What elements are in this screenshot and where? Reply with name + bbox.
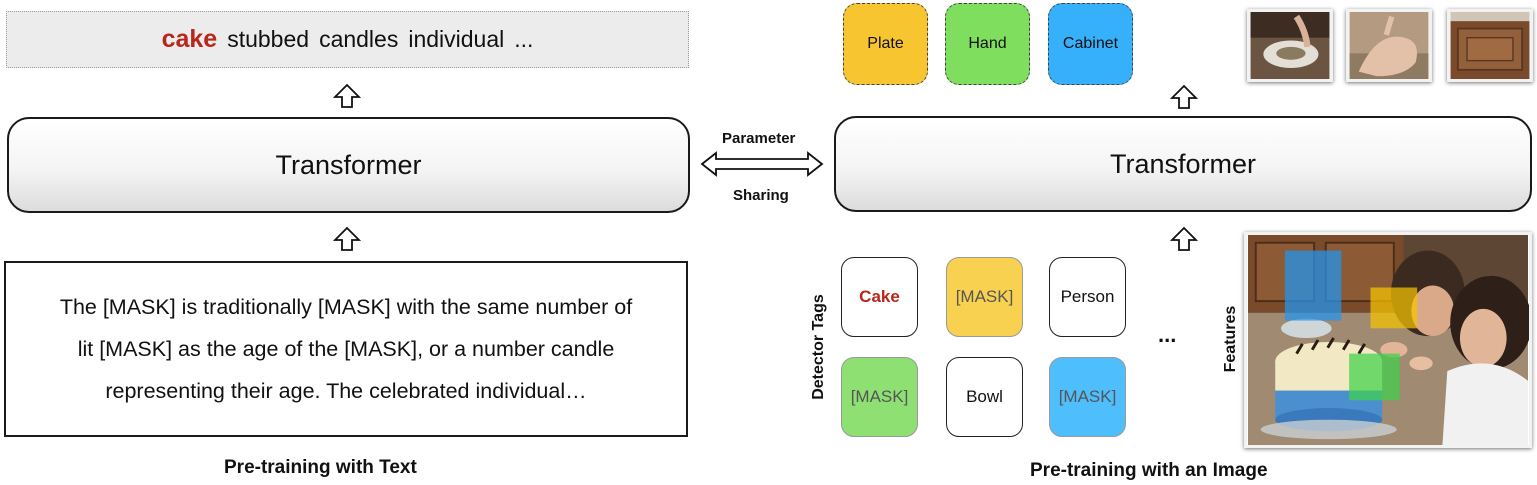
double-arrow-icon xyxy=(700,151,824,177)
predicted-token: individual xyxy=(408,26,505,52)
cabinet-region-image xyxy=(1447,9,1533,82)
detector-tag-masked: [MASK] xyxy=(1049,357,1126,437)
up-arrow-icon xyxy=(333,226,361,251)
transformer-label: Transformer xyxy=(275,149,422,180)
cabinet-feature-region xyxy=(1284,250,1342,321)
up-arrow-icon xyxy=(333,83,361,108)
detector-tag-masked: [MASK] xyxy=(841,357,918,437)
detector-tag: Bowl xyxy=(946,357,1023,437)
up-arrow-icon xyxy=(1170,84,1198,109)
text-line: The [MASK] is traditionally [MASK] with … xyxy=(59,295,633,319)
hand-feature-region xyxy=(1349,353,1400,401)
object-tag-label: Plate xyxy=(867,35,904,52)
parameter-label: Parameter xyxy=(722,130,796,147)
detector-tag-masked: [MASK] xyxy=(946,257,1023,337)
text-transformer-block: Transformer xyxy=(7,117,690,213)
features-label: Features xyxy=(1222,305,1239,373)
object-tag-hand: Hand xyxy=(945,3,1030,85)
ellipsis: ... xyxy=(1158,322,1177,347)
text-line: lit [MASK] as the age of the [MASK], or … xyxy=(77,337,615,361)
predicted-tokens-strip: cake stubbed candles individual ... xyxy=(6,11,689,68)
detector-tags-label: Detector Tags xyxy=(810,294,827,400)
detector-tag: Cake xyxy=(841,257,918,337)
detector-tag-label: [MASK] xyxy=(1058,387,1117,406)
detector-tag: Person xyxy=(1049,257,1126,337)
up-arrow-icon xyxy=(1170,226,1198,251)
detector-tag-label: [MASK] xyxy=(955,287,1014,306)
object-tag-plate: Plate xyxy=(843,3,928,85)
detector-tag-label: Cake xyxy=(859,287,900,306)
hand-region-image xyxy=(1346,9,1432,82)
image-pretraining-caption: Pre-training with an Image xyxy=(1030,460,1268,481)
predicted-token: candles xyxy=(319,26,399,52)
object-tag-label: Cabinet xyxy=(1062,35,1119,52)
detector-tag-label: [MASK] xyxy=(850,387,909,406)
plate-feature-region xyxy=(1370,287,1418,329)
object-tag-label: Hand xyxy=(968,35,1007,52)
text-line: representing their age. The celebrated i… xyxy=(105,379,587,403)
predicted-token: stubbed xyxy=(227,26,310,52)
plate-region-image xyxy=(1247,9,1333,82)
transformer-label: Transformer xyxy=(1109,148,1257,179)
sharing-label: Sharing xyxy=(733,187,789,204)
predicted-token: cake xyxy=(161,25,218,53)
scene-image xyxy=(1244,232,1532,448)
masked-text-input: The [MASK] is traditionally [MASK] with … xyxy=(4,261,688,437)
object-tag-cabinet: Cabinet xyxy=(1048,3,1133,85)
detector-tag-label: Person xyxy=(1060,287,1115,306)
predicted-token: ... xyxy=(514,26,534,52)
detector-tag-label: Bowl xyxy=(966,387,1003,406)
text-pretraining-caption: Pre-training with Text xyxy=(224,457,417,478)
image-transformer-block: Transformer xyxy=(834,116,1532,212)
